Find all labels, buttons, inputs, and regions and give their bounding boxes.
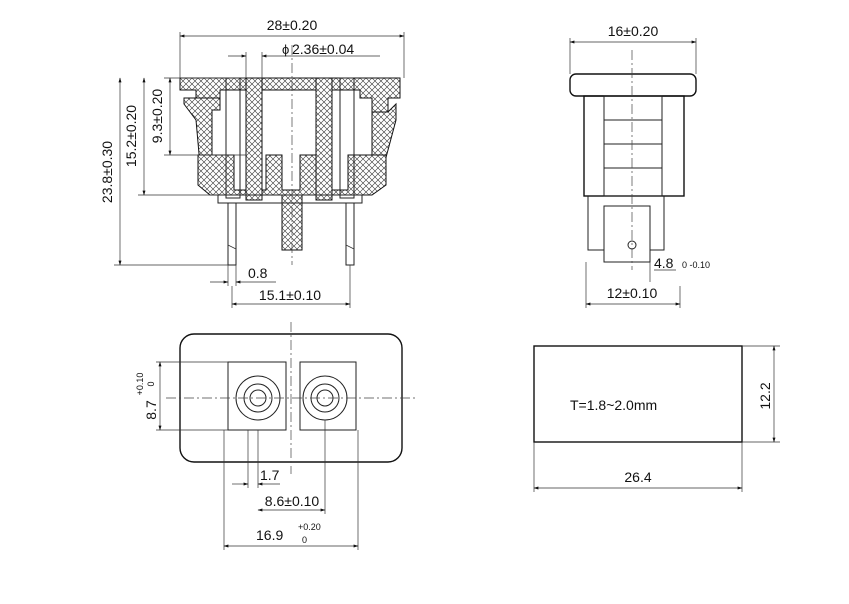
dim-16-9-tol-upper: +0.20	[298, 522, 321, 532]
dim-12-2: 12.2	[757, 382, 773, 409]
dim-8-6: 8.6±0.10	[265, 493, 320, 509]
dim-4-8: 4.8	[654, 255, 674, 271]
dim-28: 28±0.20	[267, 17, 318, 33]
dim-9-3: 9.3±0.20	[149, 89, 165, 144]
dim-16: 16±0.20	[608, 23, 659, 39]
dim-8-7: 8.7	[143, 400, 159, 420]
dim-23-8: 23.8±0.30	[99, 141, 115, 203]
side-dimensions: 16±0.20 4.8 0 -0.10 12±0.10	[569, 23, 710, 308]
panel-cutout: T=1.8~2.0mm 12.2 26.4	[533, 345, 780, 492]
front-section-view	[179, 45, 401, 266]
dim-pin-dia: 2.36±0.04	[292, 41, 354, 57]
top-dimensions: 8.7 +0.10 0 1.7 8.6±0.10 16.9 +0.20 0	[135, 361, 359, 550]
dim-16-9-tol-lower: 0	[302, 535, 307, 545]
dim-8-7-tol-upper: +0.10	[135, 373, 145, 396]
dim-8-7-tol-lower: 0	[146, 381, 156, 386]
panel-thickness: T=1.8~2.0mm	[570, 397, 657, 413]
top-view	[166, 322, 416, 474]
dim-15-2: 15.2±0.20	[123, 105, 139, 167]
dim-4-8-tol: 0 -0.10	[682, 260, 710, 270]
dim-12: 12±0.10	[607, 285, 658, 301]
dim-15-1: 15.1±0.10	[259, 287, 321, 303]
dim-26-4: 26.4	[624, 469, 651, 485]
dim-pin-dia-symbol: ϕ	[282, 42, 289, 57]
dim-0-8: 0.8	[248, 265, 268, 281]
dim-16-9: 16.9	[256, 527, 283, 543]
dim-1-7: 1.7	[260, 467, 280, 483]
side-view	[569, 50, 697, 270]
front-dimensions: 28±0.20 ϕ 2.36±0.04 9.3±0.20 15.2±0.20 2…	[99, 17, 405, 308]
